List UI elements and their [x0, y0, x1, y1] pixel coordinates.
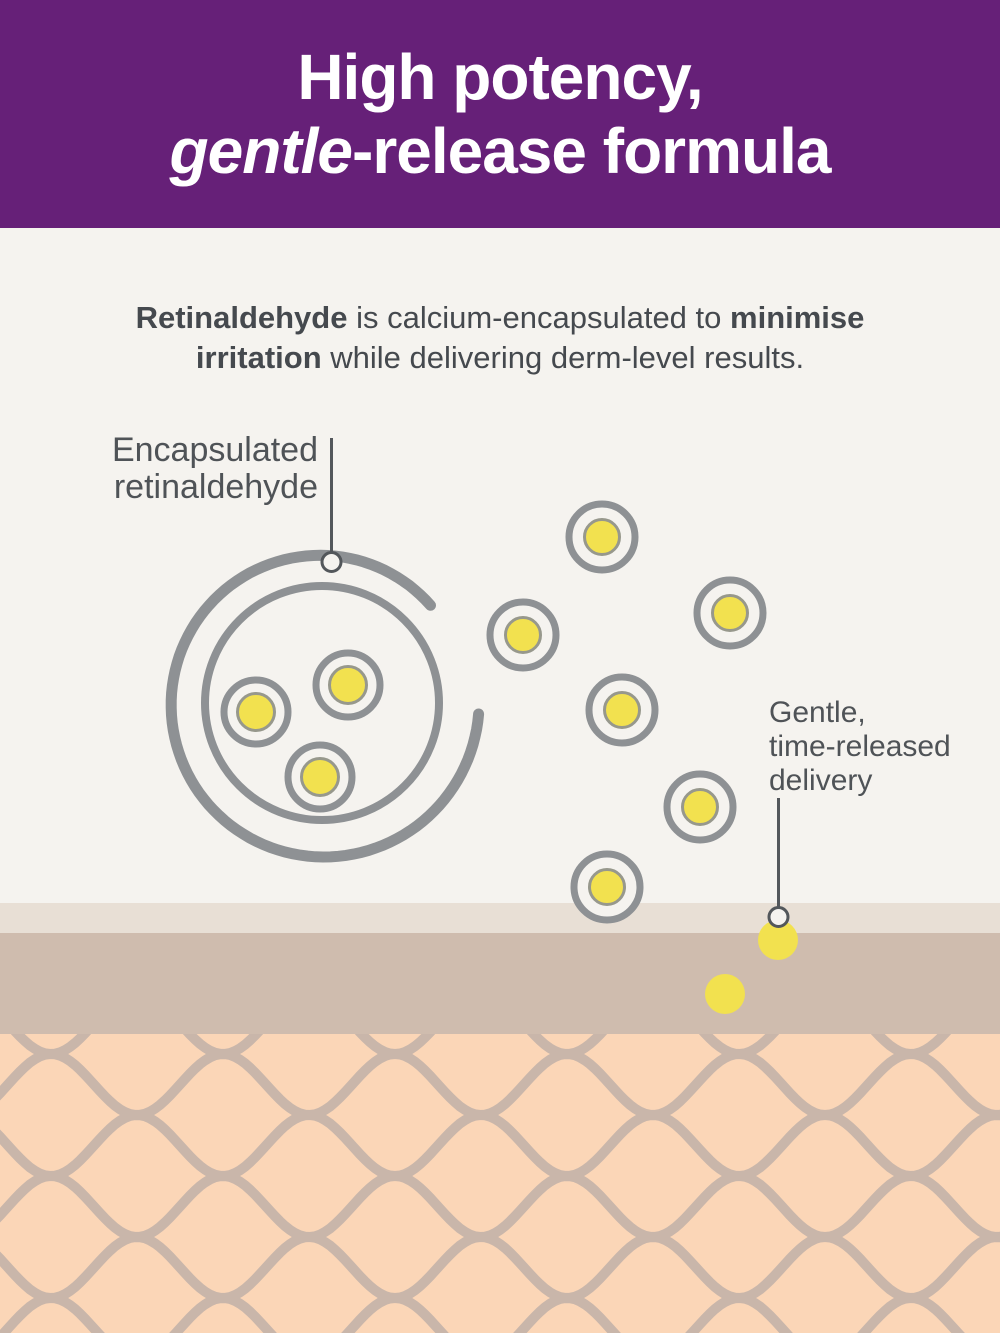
header-banner: High potency, gentle-release formula — [0, 0, 1000, 228]
intro-line: irritation while delivering derm-level r… — [195, 340, 805, 375]
encapsulated-retinaldehyde-droplet-core — [236, 692, 276, 732]
free-capsule-core — [583, 518, 621, 556]
intro-line: Retinaldehyde is calcium-encapsulated to… — [135, 300, 865, 335]
page-title-line-1: High potency, — [297, 40, 703, 114]
free-capsule-core — [504, 616, 542, 654]
released-retinaldehyde-dot — [705, 974, 745, 1014]
page-title-line-2: gentle-release formula — [169, 114, 832, 188]
free-capsule-core — [603, 691, 641, 729]
skin-surface-band — [0, 903, 1000, 933]
skin-deep-layer — [0, 1034, 1000, 1333]
title-italic-word: gentle — [169, 115, 353, 187]
released-retinaldehyde-dot — [758, 920, 798, 960]
free-capsule-core — [681, 788, 719, 826]
encapsulated-retinaldehyde-droplet-core — [300, 757, 340, 797]
free-capsule-core — [588, 868, 626, 906]
intro-text: Retinaldehyde is calcium-encapsulated to… — [0, 298, 1000, 378]
skin-cell-wave — [0, 1109, 1000, 1182]
big-capsule-inner-wall — [201, 582, 443, 824]
skin-cell-wave — [0, 1170, 1000, 1243]
skin-cell-wave — [0, 1231, 1000, 1304]
skin-cell-wave — [0, 1048, 1000, 1121]
encapsulated-retinaldehyde-droplet-core — [328, 665, 368, 705]
free-capsule-core — [711, 594, 749, 632]
label-gentle-time-released-delivery: Gentle, time-released delivery — [769, 696, 951, 797]
title-text-1: High potency, — [297, 41, 703, 113]
leader-ring-marker — [320, 551, 343, 573]
skin-upper-layer — [0, 933, 1000, 1034]
title-text-2: -release formula — [352, 115, 831, 187]
big-capsule-outer-shell — [165, 549, 485, 863]
leader-ring-marker — [767, 906, 790, 928]
skin-cell-pattern — [0, 1034, 1000, 1333]
label-encapsulated-retinaldehyde: Encapsulated retinaldehyde — [111, 431, 318, 506]
